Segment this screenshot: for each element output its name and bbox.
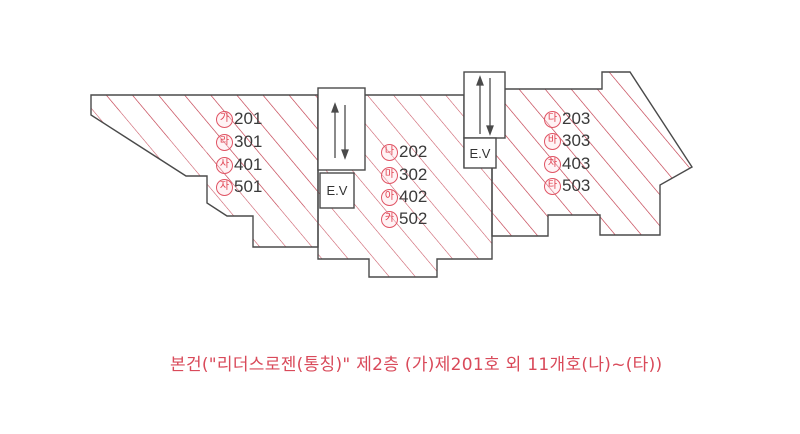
unit-badge: 타: [544, 177, 561, 195]
left-elevator-label: E.V: [326, 183, 348, 198]
unit-number: 403: [562, 154, 591, 173]
unit-badge: 차: [544, 155, 561, 173]
unit-number: 203: [562, 109, 591, 128]
unit-number: 501: [234, 177, 263, 196]
unit-label: 사 401: [216, 155, 262, 175]
left-wing: [90, 94, 319, 248]
unit-label: 자 501: [216, 177, 262, 197]
right-elevator-arrows-icon: [476, 75, 494, 136]
unit-label: 나 202: [381, 142, 427, 162]
unit-label: 가 201: [216, 109, 262, 129]
unit-label: 바 303: [544, 131, 590, 151]
unit-label: 타 503: [544, 176, 590, 196]
unit-number: 201: [234, 109, 263, 128]
unit-number: 402: [399, 187, 428, 206]
left-elevator-shaft: [317, 87, 366, 171]
left-elevator-label-box: [319, 172, 355, 209]
unit-badge: 바: [544, 132, 561, 150]
unit-badge: 나: [381, 143, 398, 161]
unit-badge: 마: [381, 166, 398, 184]
unit-badge: 자: [216, 178, 233, 196]
unit-label: 카 502: [381, 209, 427, 229]
right-elevator-shaft: [463, 71, 506, 139]
unit-number: 502: [399, 209, 428, 228]
right-section: [491, 71, 693, 237]
unit-label: 마 302: [381, 165, 427, 185]
unit-badge: 카: [381, 210, 398, 228]
unit-label: 다 203: [544, 109, 590, 129]
unit-number: 302: [399, 165, 428, 184]
unit-number: 303: [562, 131, 591, 150]
unit-label: 라 301: [216, 132, 262, 152]
unit-label: 아 402: [381, 187, 427, 207]
floor-plan-caption: 본건("리더스로젠(통칭)" 제2층 (가)제201호 외 11개호(나)~(타…: [170, 355, 663, 375]
unit-number: 401: [234, 155, 263, 174]
unit-badge: 가: [216, 110, 233, 128]
unit-badge: 라: [216, 133, 233, 151]
unit-label: 차 403: [544, 154, 590, 174]
left-elevator-arrows-icon: [331, 102, 349, 160]
unit-number: 202: [399, 142, 428, 161]
unit-number: 503: [562, 176, 591, 195]
right-elevator-label: E.V: [469, 145, 491, 161]
right-elevator-label-box: [463, 137, 497, 169]
unit-badge: 사: [216, 156, 233, 174]
unit-badge: 아: [381, 188, 398, 206]
unit-badge: 다: [544, 110, 561, 128]
unit-number: 301: [234, 132, 263, 151]
